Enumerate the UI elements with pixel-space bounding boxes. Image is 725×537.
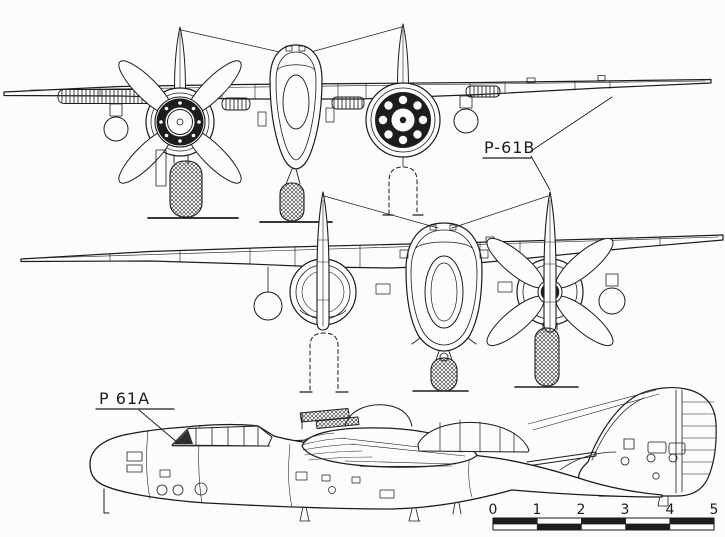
wing-grille xyxy=(221,97,251,111)
main-gear-left-upper xyxy=(147,149,239,219)
wing-grille xyxy=(331,96,365,110)
engine-left-upper xyxy=(111,53,249,191)
front-view-middle xyxy=(20,191,724,393)
fin-right-upper xyxy=(397,23,409,89)
windshield xyxy=(174,429,193,444)
side-view xyxy=(89,387,717,522)
gear-dashed-middle xyxy=(299,332,349,393)
underwing-wheel-right-mid xyxy=(598,273,626,315)
scale-bar: 0 1 2 3 4 5 xyxy=(489,502,719,531)
main-gear-right-middle xyxy=(514,322,579,388)
scale-tick-1: 1 xyxy=(533,502,542,518)
fin-right-middle xyxy=(543,191,557,333)
nose-gear-middle xyxy=(412,350,469,392)
underwing-wheel-left xyxy=(103,103,129,142)
scale-tick-0: 0 xyxy=(489,502,498,518)
gondola-upper xyxy=(257,44,335,170)
engine-right-upper xyxy=(365,82,441,158)
underwing-wheel-right xyxy=(453,95,479,134)
antenna-wires-middle xyxy=(323,195,549,229)
scale-bar-blocks xyxy=(492,517,715,531)
tail-fin xyxy=(526,387,717,507)
fin-left-upper xyxy=(174,26,186,91)
wing-grille xyxy=(465,85,501,98)
scale-tick-5: 5 xyxy=(710,502,719,518)
fin-left-middle xyxy=(316,191,330,331)
annotations: P-61B P 61A xyxy=(95,96,613,444)
scale-tick-3: 3 xyxy=(621,502,630,518)
front-canopy xyxy=(171,425,273,447)
label-p61b-leaders xyxy=(530,96,613,191)
scale-tick-4: 4 xyxy=(666,502,675,518)
gear-dashed-upper xyxy=(382,156,424,216)
rear-canopy xyxy=(417,419,530,453)
scale-tick-2: 2 xyxy=(577,502,586,518)
front-view-upper xyxy=(3,23,712,223)
label-p61b: P-61B xyxy=(484,138,535,157)
label-p61a-leader xyxy=(138,409,179,444)
underwing-wheel-left-mid xyxy=(253,266,283,321)
gondola-middle xyxy=(399,222,489,352)
antenna-wires-upper xyxy=(180,26,403,56)
dorsal-turret xyxy=(299,404,413,430)
label-p61a: P 61A xyxy=(99,389,150,408)
